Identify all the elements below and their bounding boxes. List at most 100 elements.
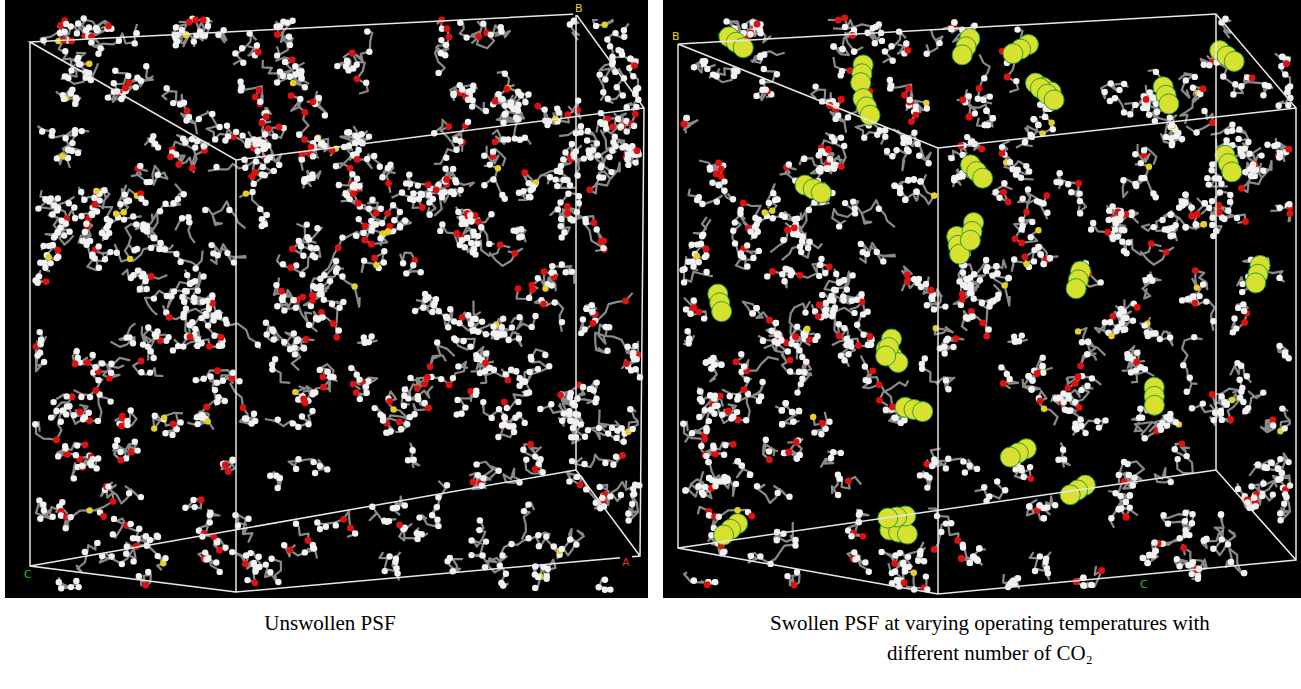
atom-ball <box>828 455 834 461</box>
atom-ball <box>74 30 80 36</box>
atom-ball <box>580 384 586 390</box>
atom-ball <box>321 272 327 278</box>
atom-ball <box>1180 362 1186 368</box>
atom-ball <box>631 123 637 129</box>
atom-ball <box>136 573 142 579</box>
atom-ball <box>91 201 98 208</box>
atom-ball <box>439 221 445 227</box>
atom-ball <box>265 125 272 132</box>
atom-ball <box>95 418 101 424</box>
atom-ball <box>532 453 538 459</box>
atom-ball <box>210 250 216 256</box>
atom-ball <box>447 306 453 312</box>
atom-ball <box>262 172 268 178</box>
atom-ball <box>594 226 600 232</box>
atom-ball <box>277 69 283 75</box>
atom-ball <box>372 405 378 411</box>
atom-ball <box>822 270 828 276</box>
atom-ball <box>194 414 200 420</box>
atom-ball <box>377 235 383 241</box>
atom-ball <box>79 128 85 134</box>
atom-ball <box>547 174 553 180</box>
atom-ball <box>419 204 426 211</box>
atom-ball <box>602 22 608 28</box>
atom-ball <box>293 521 299 527</box>
atom-ball <box>138 196 144 202</box>
atom-ball <box>701 61 707 67</box>
atom-ball <box>324 466 330 472</box>
atom-ball <box>488 31 494 37</box>
atom-ball <box>509 324 515 330</box>
atom-ball <box>521 169 528 176</box>
atom-ball <box>691 64 697 70</box>
atom-ball <box>193 265 199 271</box>
atom-ball <box>68 584 74 590</box>
atom-ball <box>549 263 555 269</box>
atom-ball <box>838 353 844 359</box>
atom-ball <box>119 561 125 567</box>
atom-ball <box>501 136 507 142</box>
atom-ball <box>284 19 290 25</box>
atom-ball <box>275 416 281 422</box>
atom-ball <box>446 382 453 389</box>
atom-ball <box>567 417 573 423</box>
atom-ball <box>46 254 52 260</box>
atom-ball <box>451 91 457 97</box>
atom-ball <box>364 390 370 396</box>
atom-ball <box>103 234 109 240</box>
atom-ball <box>41 359 47 365</box>
atom-ball <box>313 315 319 321</box>
atom-ball <box>426 199 432 205</box>
atom-ball <box>108 361 114 367</box>
atom-ball <box>633 87 639 93</box>
atom-ball <box>461 244 467 250</box>
atom-ball <box>915 558 921 564</box>
atom-ball <box>473 352 479 358</box>
atom-ball <box>621 34 627 40</box>
atom-ball <box>1034 198 1040 204</box>
atom-ball <box>291 297 297 303</box>
atom-ball <box>403 270 409 276</box>
atom-ball <box>317 367 323 373</box>
atom-ball <box>49 211 55 217</box>
atom-ball <box>520 447 526 453</box>
atom-ball <box>252 94 259 101</box>
atom-ball <box>371 255 378 262</box>
atom-ball <box>500 582 506 588</box>
atom-ball <box>276 162 282 168</box>
atom-ball <box>458 187 464 193</box>
atom-ball <box>54 408 60 414</box>
atom-ball <box>148 348 154 354</box>
atom-ball <box>1107 98 1113 104</box>
atom-ball <box>404 421 410 427</box>
atom-ball <box>504 405 510 411</box>
atom-ball <box>203 311 209 317</box>
atom-ball <box>333 334 340 341</box>
atom-ball <box>255 342 261 348</box>
atom-ball <box>138 494 144 500</box>
atom-ball <box>89 253 95 259</box>
atom-ball <box>111 516 117 522</box>
atom-ball <box>279 297 285 303</box>
atom-ball <box>402 502 408 508</box>
atom-ball <box>603 125 609 131</box>
atom-ball <box>499 324 505 330</box>
atom-ball <box>1159 217 1165 223</box>
atom-ball <box>1078 423 1084 429</box>
atom-ball <box>468 537 474 543</box>
atom-ball <box>552 299 558 305</box>
atom-ball <box>1129 209 1135 215</box>
atom-ball <box>929 463 935 469</box>
atom-ball <box>492 98 499 105</box>
atom-ball <box>446 34 453 41</box>
atom-ball <box>407 414 413 420</box>
atom-ball <box>1192 74 1198 80</box>
atom-ball <box>264 331 270 337</box>
atom-ball <box>192 504 198 510</box>
atom-ball <box>134 30 140 36</box>
atom-ball <box>567 182 573 188</box>
atom-ball <box>361 340 367 346</box>
atom-ball <box>207 373 213 379</box>
atom-ball <box>526 180 532 186</box>
atom-ball <box>56 579 62 585</box>
